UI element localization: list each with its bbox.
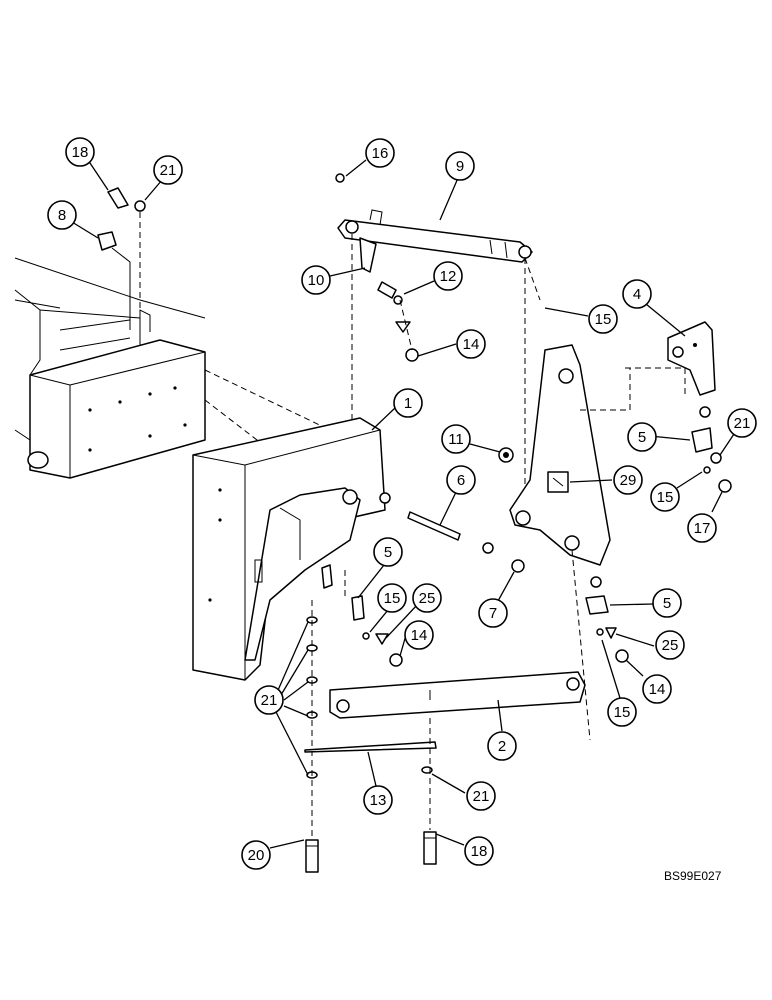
leader-lines xyxy=(71,159,739,849)
svg-text:21: 21 xyxy=(734,415,751,432)
callout-7: 7 xyxy=(478,598,508,628)
callout-21-upper: 21 xyxy=(153,155,183,185)
callout-6: 6 xyxy=(446,465,476,495)
bushing xyxy=(498,447,514,463)
right-bracket xyxy=(580,321,732,493)
svg-text:17: 17 xyxy=(694,520,711,537)
washer-stack xyxy=(306,600,318,840)
svg-text:25: 25 xyxy=(419,590,436,607)
svg-text:18: 18 xyxy=(72,144,89,161)
callout-5-lower-right: 5 xyxy=(652,588,682,618)
svg-text:9: 9 xyxy=(456,158,464,175)
svg-text:14: 14 xyxy=(649,681,666,698)
callout-15-lower-right: 15 xyxy=(607,697,637,727)
lower-right-hardware xyxy=(585,576,629,663)
callout-2: 2 xyxy=(487,731,517,761)
callout-17: 17 xyxy=(687,513,717,543)
bolts-bottom xyxy=(305,718,437,873)
svg-text:21: 21 xyxy=(160,162,177,179)
pivot-pin-assembly xyxy=(407,511,525,573)
machine-frame xyxy=(14,257,331,479)
svg-text:13: 13 xyxy=(370,792,387,809)
svg-text:5: 5 xyxy=(384,544,392,561)
callout-5-right: 5 xyxy=(627,422,657,452)
svg-text:15: 15 xyxy=(657,489,674,506)
link-bar xyxy=(329,671,586,719)
callout-9: 9 xyxy=(445,151,475,181)
svg-text:16: 16 xyxy=(372,145,389,162)
lower-left-hardware xyxy=(344,570,403,667)
callout-15-left: 15 xyxy=(377,583,407,613)
callout-20: 20 xyxy=(241,840,271,870)
callout-21-right: 21 xyxy=(727,408,757,438)
svg-text:2: 2 xyxy=(498,738,506,755)
callout-18-bottom: 18 xyxy=(464,836,494,866)
callout-1: 1 xyxy=(393,388,423,418)
svg-text:18: 18 xyxy=(471,843,488,860)
cylinder-pin-hardware xyxy=(377,281,419,362)
svg-text:5: 5 xyxy=(663,595,671,612)
svg-text:14: 14 xyxy=(411,627,428,644)
callout-21-bottom: 21 xyxy=(466,781,496,811)
callout-18-upper: 18 xyxy=(65,137,95,167)
callout-25-right: 25 xyxy=(655,630,685,660)
mount-hardware-top-left xyxy=(97,187,146,330)
callout-13: 13 xyxy=(363,785,393,815)
svg-text:7: 7 xyxy=(489,605,497,622)
callout-4: 4 xyxy=(622,279,652,309)
svg-text:10: 10 xyxy=(308,272,325,289)
callout-15-right: 15 xyxy=(650,482,680,512)
callout-11: 11 xyxy=(441,424,471,454)
svg-text:15: 15 xyxy=(595,311,612,328)
lift-arm xyxy=(509,344,611,741)
svg-text:15: 15 xyxy=(614,704,631,721)
shim xyxy=(304,741,437,753)
callout-10: 10 xyxy=(301,265,331,295)
svg-text:14: 14 xyxy=(463,336,480,353)
mount-bracket xyxy=(192,417,391,681)
hydraulic-cylinder xyxy=(335,173,541,500)
svg-text:4: 4 xyxy=(633,286,641,303)
svg-text:12: 12 xyxy=(440,268,457,285)
svg-text:11: 11 xyxy=(448,431,464,448)
callout-14-left: 14 xyxy=(404,620,434,650)
svg-text:29: 29 xyxy=(620,472,637,489)
callout-29: 29 xyxy=(613,465,643,495)
callout-15-upper: 15 xyxy=(588,304,618,334)
svg-text:20: 20 xyxy=(248,847,265,864)
figure-reference-code: BS99E027 xyxy=(664,869,722,883)
callout-16: 16 xyxy=(365,138,395,168)
callout-21-stack: 21 xyxy=(254,685,284,715)
callout-8: 8 xyxy=(47,200,77,230)
callout-14-upper: 14 xyxy=(456,329,486,359)
svg-text:25: 25 xyxy=(662,637,679,654)
svg-text:21: 21 xyxy=(261,692,278,709)
callout-14-right: 14 xyxy=(642,674,672,704)
callout-5-left: 5 xyxy=(373,537,403,567)
svg-text:6: 6 xyxy=(457,472,465,489)
callout-12: 12 xyxy=(433,261,463,291)
svg-text:5: 5 xyxy=(638,429,646,446)
svg-text:15: 15 xyxy=(384,590,401,607)
svg-text:21: 21 xyxy=(473,788,490,805)
callout-25-left: 25 xyxy=(412,583,442,613)
svg-text:8: 8 xyxy=(58,207,66,224)
svg-text:1: 1 xyxy=(404,395,412,412)
